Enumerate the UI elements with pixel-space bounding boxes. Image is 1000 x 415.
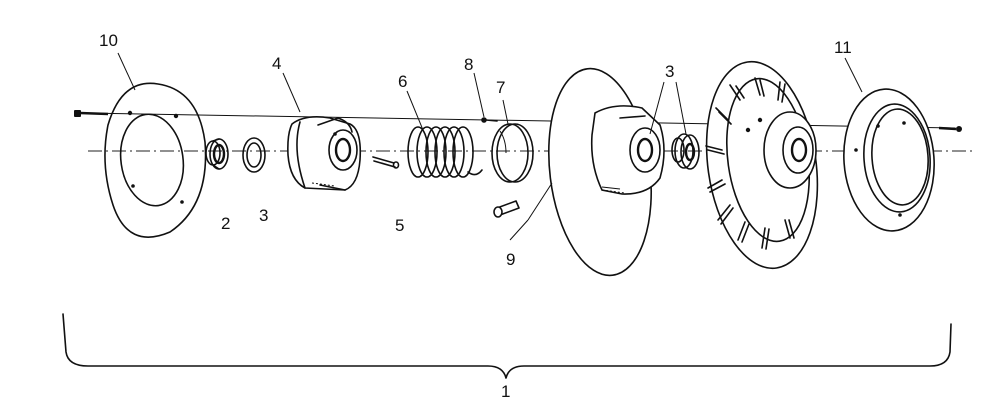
callout-4: 4 [272,54,281,73]
bolt-alignment-line [83,112,956,129]
part-3-spacers-right [671,133,700,170]
fixed-sheave [705,60,819,270]
callout-8: 8 [464,55,473,74]
callout-11: 11 [834,38,852,57]
assembly-brace [62,313,952,379]
callout-7: 7 [496,78,505,97]
callout-3-left: 3 [259,206,268,225]
callout-labels: 10 4 6 8 7 3 11 2 3 5 9 1 [99,31,852,401]
callout-10: 10 [99,31,118,50]
part-11-cover-plate [843,88,935,232]
part-7-ring [491,123,534,183]
moveable-sheave [547,67,665,277]
callout-9: 9 [506,250,515,269]
part-3-washer-left [242,137,266,173]
part-6-spring [407,126,483,178]
callout-1: 1 [501,382,510,401]
part-5-pin [372,156,400,169]
callout-5: 5 [395,216,404,235]
part-10-cover-plate [104,82,207,238]
leader-lines [117,52,863,241]
part-4-cam [287,116,362,191]
callout-3-right: 3 [665,62,674,81]
part-9-bolt [493,200,520,218]
part-2-bushing [205,138,229,170]
callout-2: 2 [221,214,230,233]
callout-6: 6 [398,72,407,91]
right-screw [938,126,962,132]
part-8-screw [481,117,498,123]
left-bolt [74,110,109,117]
